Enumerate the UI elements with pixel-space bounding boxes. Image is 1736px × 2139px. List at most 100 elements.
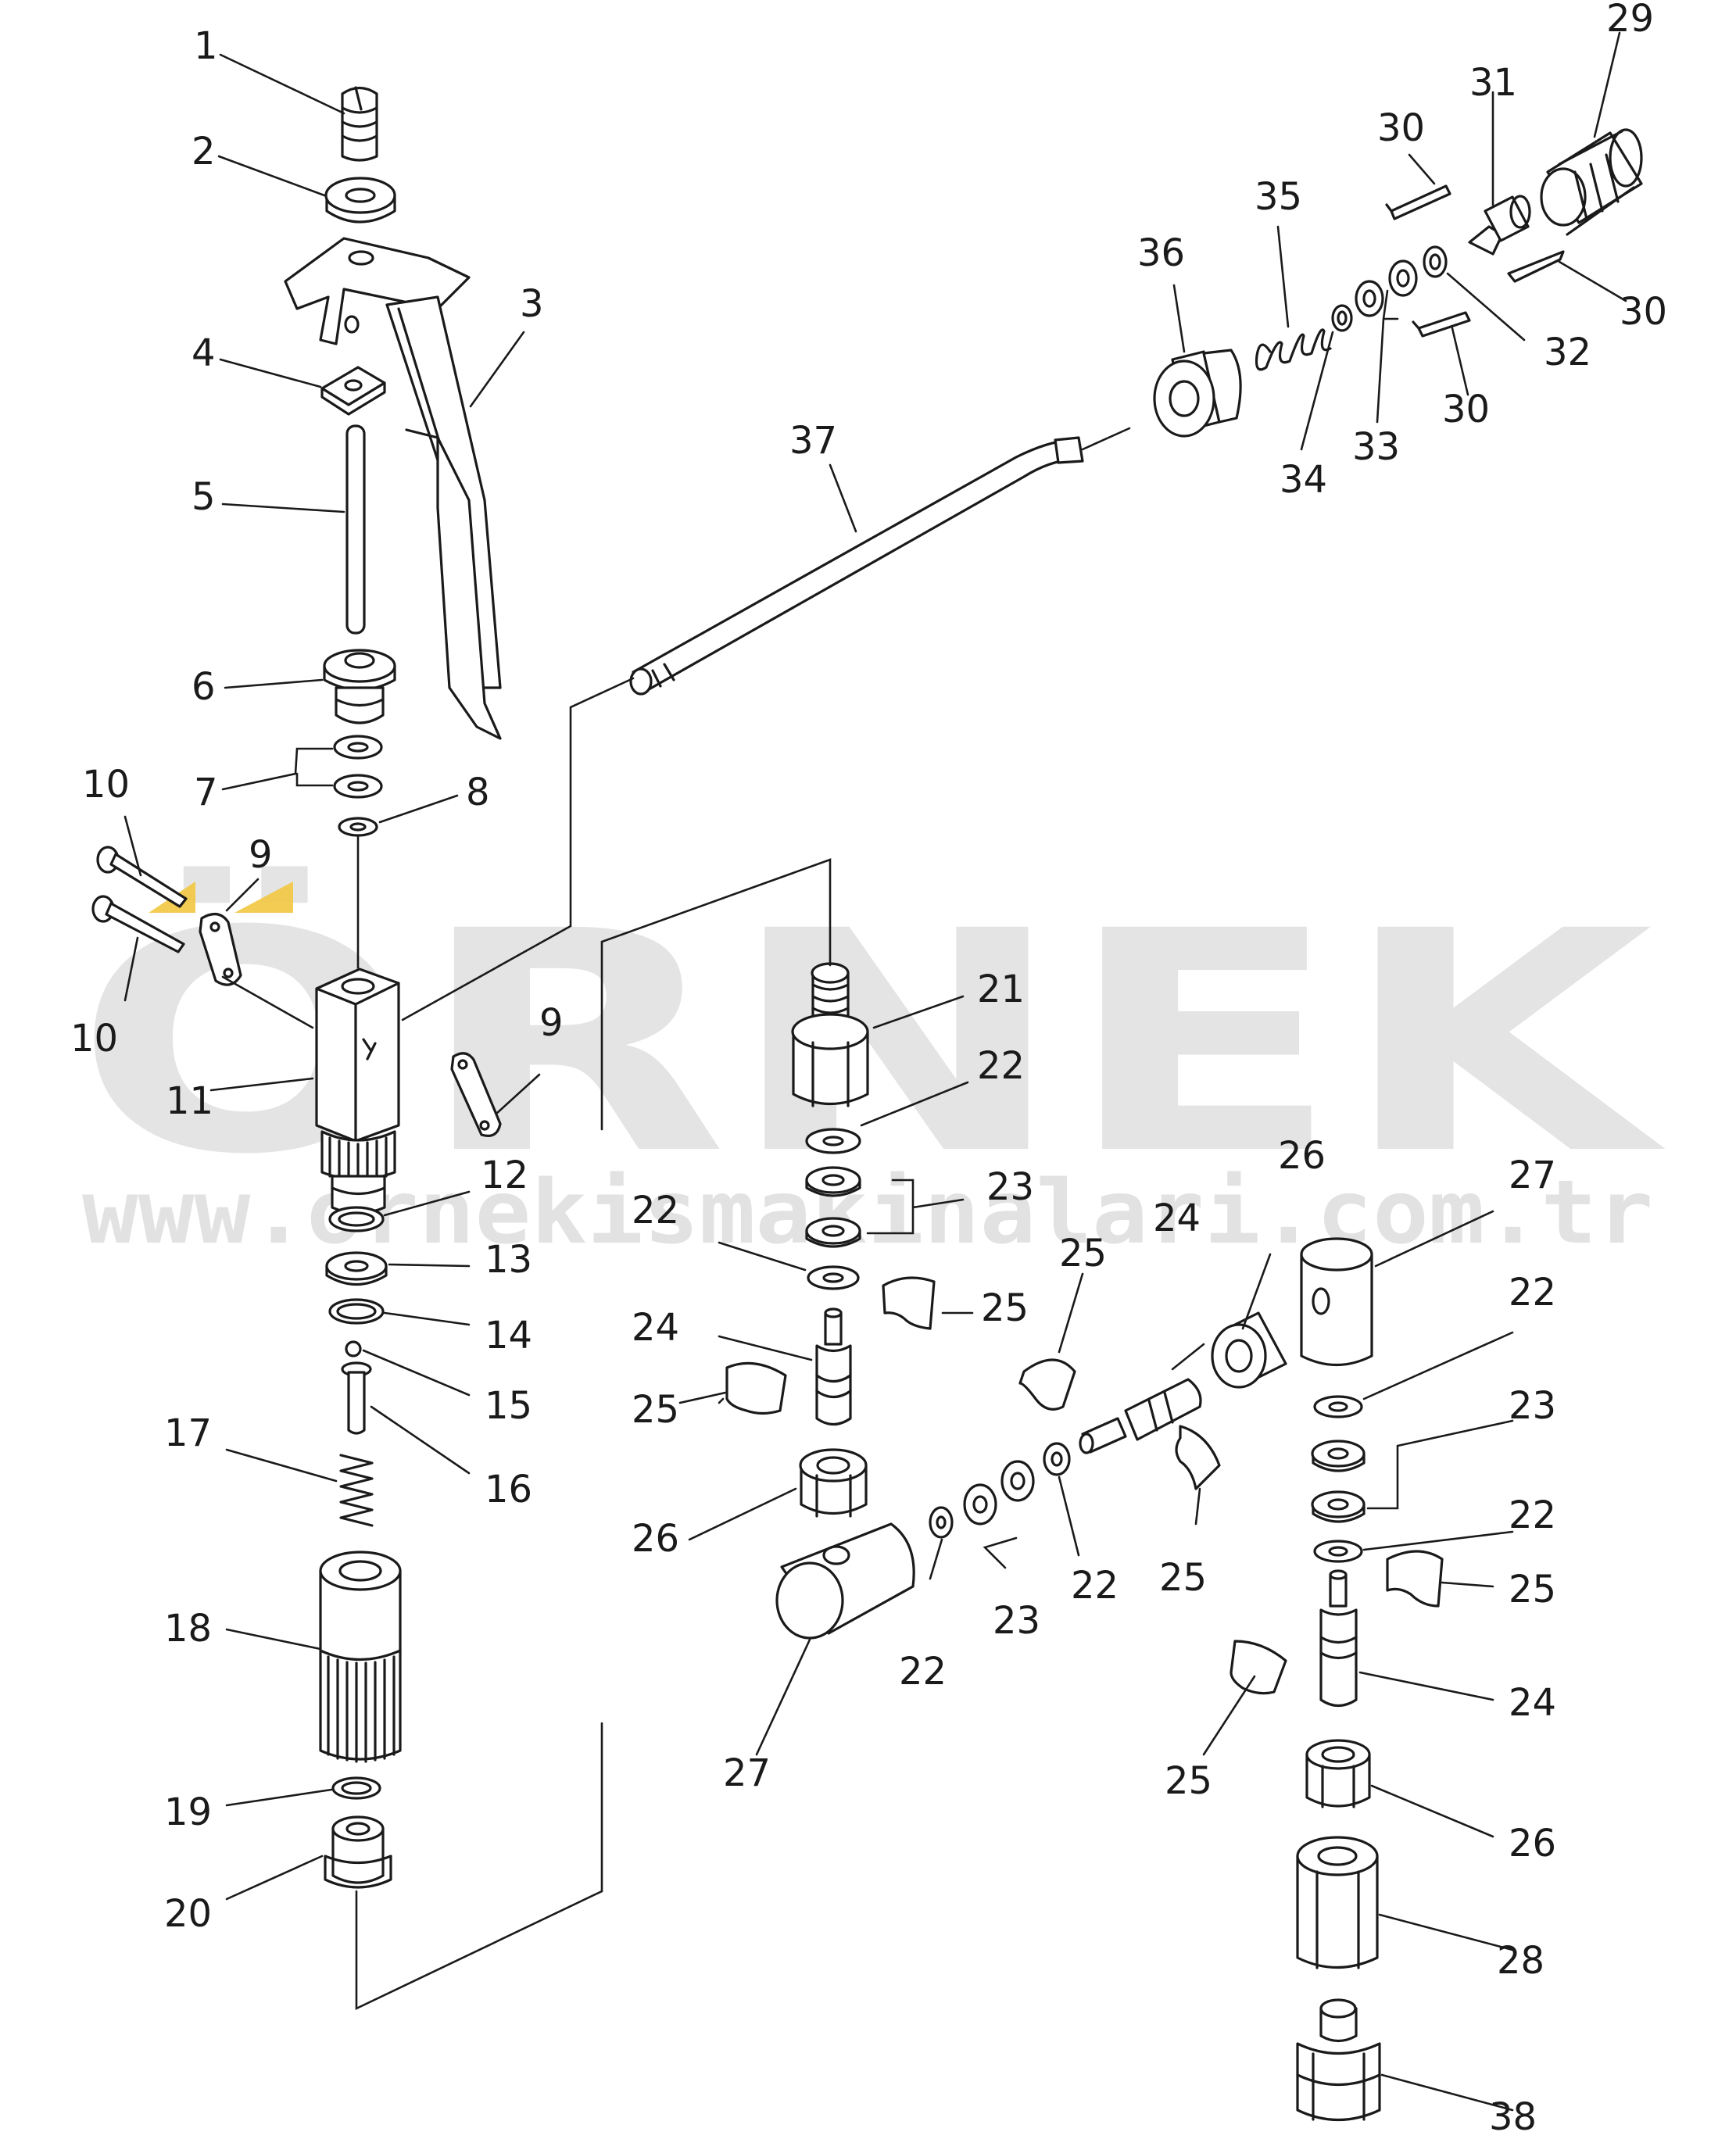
part-6-fitting (323, 649, 396, 724)
callout-36: 36 (1137, 231, 1185, 275)
part-22-ring-a (805, 1128, 861, 1154)
right-assembly (1230, 1237, 1444, 2121)
callout-32: 32 (1544, 331, 1591, 374)
callout-1: 1 (194, 24, 218, 68)
callout-30-a: 30 (1377, 106, 1425, 150)
part-33-rings (1355, 259, 1418, 317)
callout-19: 19 (164, 1790, 212, 1834)
callout-6: 6 (191, 665, 216, 709)
callout-labels: 1 2 3 4 5 6 7 8 9 9 10 10 11 12 13 14 15… (70, 0, 1667, 2139)
watermark-accent-right (234, 882, 293, 913)
part-22-ring-c (929, 1506, 954, 1539)
part-22-ring-e (1313, 1395, 1363, 1418)
part-1-screw (341, 86, 378, 162)
part-24-valve-b (1079, 1378, 1202, 1454)
watermark: ÖRNEK www.ornekismakinalari.com.tr (74, 863, 1668, 1264)
callout-26-c: 26 (1509, 1822, 1556, 1865)
callout-20: 20 (164, 1892, 212, 1936)
part-25-clip-d (1175, 1425, 1221, 1490)
callout-22-d: 22 (1071, 1564, 1119, 1608)
callout-24-c: 24 (1509, 1681, 1556, 1725)
callout-11: 11 (166, 1079, 213, 1123)
part-10-bolts (91, 846, 188, 953)
part-27-body-b (1300, 1237, 1373, 1367)
part-30-clip-c (1412, 311, 1471, 338)
callout-35: 35 (1255, 175, 1302, 219)
callout-21: 21 (977, 968, 1025, 1011)
callout-25-c: 25 (1059, 1232, 1107, 1275)
part-36-fitting (1153, 349, 1242, 438)
callout-22-a: 22 (977, 1044, 1025, 1088)
callout-9-lower: 9 (539, 1001, 564, 1045)
part-18-body (319, 1551, 402, 1763)
part-7-washers (333, 735, 383, 799)
part-26-nut-b (1211, 1311, 1287, 1389)
callout-27-a: 27 (723, 1751, 771, 1795)
part-15-ball (345, 1340, 362, 1357)
callout-2: 2 (191, 130, 216, 173)
callout-12: 12 (481, 1154, 528, 1197)
callout-24-a: 24 (632, 1306, 679, 1350)
part-26-nut-c (1305, 1739, 1371, 1808)
part-30-clip-b (1507, 250, 1565, 283)
part-23-washers-b (963, 1460, 1035, 1526)
callout-30-c: 30 (1442, 388, 1490, 431)
part-5-rod (345, 424, 366, 635)
part-25-clip-e (1386, 1550, 1444, 1608)
part-17-spring (339, 1454, 374, 1527)
callout-24-b: 24 (1153, 1196, 1201, 1240)
part-35-spring (1255, 328, 1332, 371)
callout-14: 14 (485, 1314, 532, 1357)
callout-22-f: 22 (1509, 1493, 1556, 1537)
part-38-fitting (1296, 1998, 1381, 2121)
callout-4: 4 (191, 331, 216, 375)
part-8-ring (338, 817, 378, 837)
part-19-ring (331, 1776, 381, 1800)
part-25-clip-a (882, 1276, 936, 1330)
part-12-ring (328, 1206, 385, 1232)
part-4-square-nut (320, 366, 386, 416)
part-26-nut-a (799, 1448, 868, 1518)
part-27-body-a (775, 1522, 915, 1640)
part-28-body (1296, 1836, 1379, 1969)
callout-22-c: 22 (899, 1650, 947, 1694)
part-24-valve-c (1319, 1569, 1358, 1708)
callout-5: 5 (191, 475, 216, 519)
callout-37: 37 (789, 419, 837, 463)
part-34-ring (1331, 304, 1353, 332)
part-37-tube (629, 436, 1084, 696)
callout-15: 15 (485, 1384, 532, 1428)
part-24-valve-a (815, 1307, 852, 1426)
callout-7: 7 (194, 771, 218, 814)
part-23-washers-c (1311, 1440, 1366, 1523)
part-3-lever (284, 237, 502, 740)
part-22-ring-d (1043, 1442, 1071, 1476)
callout-22-e: 22 (1509, 1271, 1556, 1315)
part-32-ring (1423, 245, 1448, 278)
callout-27-b: 27 (1509, 1154, 1556, 1197)
callout-33: 33 (1352, 425, 1400, 469)
watermark-url: www.ornekismakinalari.com.tr (82, 1162, 1653, 1264)
callout-31: 31 (1469, 61, 1517, 105)
part-25-clip-c (1018, 1358, 1076, 1411)
callout-13: 13 (485, 1238, 532, 1282)
callout-9-upper: 9 (249, 833, 273, 877)
callout-30-b: 30 (1620, 290, 1667, 334)
part-11-block (315, 968, 400, 1215)
part-21-fitting (791, 962, 869, 1107)
callout-25-a: 25 (981, 1286, 1029, 1330)
callout-23-b: 23 (993, 1599, 1040, 1643)
part-22-ring-b (807, 1265, 860, 1290)
part-31-nozzle (1468, 195, 1531, 256)
callout-3: 3 (520, 282, 544, 326)
callout-38: 38 (1489, 2095, 1537, 2139)
part-2-washer (324, 177, 396, 224)
callout-25-e: 25 (1509, 1568, 1556, 1611)
callout-25-b: 25 (632, 1388, 679, 1432)
leader-lines (123, 31, 1627, 2112)
part-16-pin (341, 1361, 372, 1435)
part-20-fitting (324, 1815, 392, 1889)
callout-18: 18 (164, 1607, 212, 1651)
callout-26-b: 26 (1278, 1134, 1326, 1178)
part-13-washer (325, 1251, 388, 1286)
